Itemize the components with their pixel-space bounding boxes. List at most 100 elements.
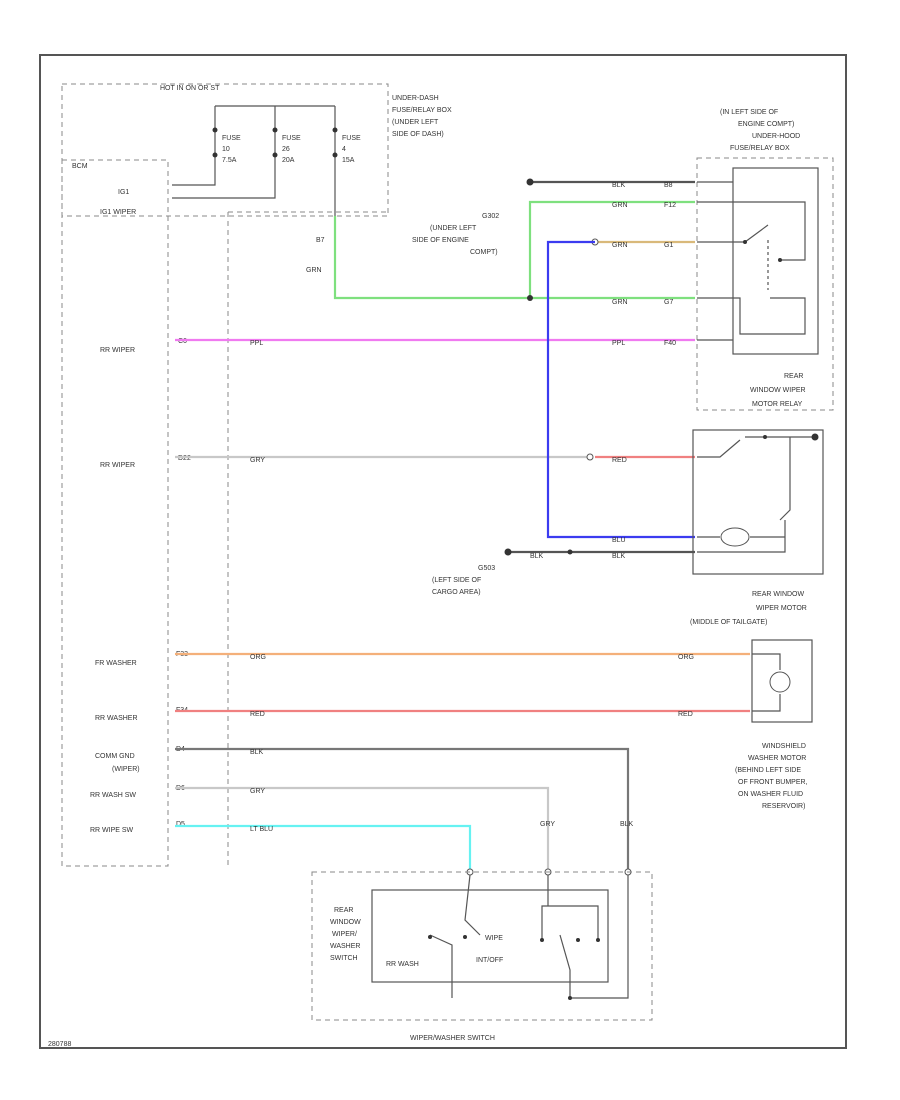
bcm-pin-rr-wash-sw: RR WASH SW (90, 792, 136, 799)
figure-id: 280788 (48, 1041, 71, 1048)
wire-grn-fuse-to-relay (333, 216, 695, 300)
bcm-pin-rr-wiper-1: RR WIPER (100, 347, 135, 354)
wire-blk-comm-color-right: BLK (620, 821, 634, 828)
fuse-4: FUSE 4 15A (332, 127, 361, 216)
bcm-pin-comm-gnd-sub: (WIPER) (112, 766, 140, 773)
bcm-pin-fr-washer: FR WASHER (95, 660, 137, 667)
bcm-pin-rr-washer: RR WASHER (95, 715, 138, 722)
underhood-fuse-box (696, 157, 834, 411)
wire-gry-wash-color-left: GRY (250, 788, 265, 795)
wire-blk-top-pin: B8 (664, 182, 673, 189)
underhood-label-3: UNDER-HOOD (752, 133, 800, 140)
underhood-label-4: FUSE/RELAY BOX (730, 145, 790, 152)
ground-g302-desc-2: SIDE OF ENGINE (412, 237, 469, 244)
bcm-pin-rr-wipe-sw: RR WIPE SW (90, 827, 134, 834)
diagram-frame (39, 54, 847, 1049)
wire-gry-color: GRY (250, 457, 265, 464)
wire-red-washer-color-right: RED (678, 711, 693, 718)
bcm-pin-ig1-wiper: IG1 WIPER (100, 209, 136, 216)
rear-wiper-motor-circuit (697, 433, 819, 553)
wire-blk-ground-color-1: BLK (530, 553, 544, 560)
rear-wiper-motor-label-3: (MIDDLE OF TAILGATE) (690, 619, 767, 626)
washer-motor-label-4: OF FRONT BUMPER, (738, 779, 808, 786)
wire-blk-comm (175, 747, 630, 870)
bcm-pin-ig1: IG1 (118, 189, 129, 196)
switch-label-2: WINDOW (330, 919, 361, 926)
wire-grn-ground-branch (528, 200, 695, 298)
washer-motor-label-1: WINDSHIELD (762, 743, 806, 750)
washer-motor-box (751, 639, 813, 723)
wire-red-color: RED (612, 457, 627, 464)
bcm-inner-box (227, 211, 388, 866)
fuse-26-name: FUSE (282, 135, 301, 142)
switch-label-3: WIPER/ (332, 931, 357, 938)
ground-g503-desc-2: CARGO AREA) (432, 589, 481, 596)
wire-grn-mid-color: GRN (612, 202, 628, 209)
wire-blk-ground-color-2: BLK (612, 553, 626, 560)
bcm-pin-comm-gnd: COMM GND (95, 753, 135, 760)
fuse-26: FUSE 26 20A (172, 127, 301, 199)
wire-grn-low-pin: G7 (664, 299, 673, 306)
wire-grn-relay-color: GRN (612, 242, 628, 249)
underhood-label-1: (IN LEFT SIDE OF (720, 109, 778, 116)
washer-motor-label-3: (BEHIND LEFT SIDE (735, 767, 801, 774)
fuse-box-header: HOT IN ON OR ST (160, 85, 220, 92)
fuse-4-name: FUSE (342, 135, 361, 142)
relay-label-3: MOTOR RELAY (752, 401, 803, 408)
fuse-26-rating: 20A (282, 157, 295, 164)
switch-label-1: REAR (334, 907, 353, 914)
bcm-pin-rr-wiper-2-num: D22 (178, 455, 191, 462)
switch-position-wash: RR WASH (386, 961, 419, 968)
wiper-washer-switch-box (311, 871, 653, 1021)
wire-ppl-color-left: PPL (250, 340, 263, 347)
fuse-bus (214, 105, 336, 130)
fuse-10-number: 10 (222, 146, 230, 153)
fuse-10: FUSE 10 7.5A (172, 127, 241, 186)
wire-org-color-left: ORG (250, 654, 266, 661)
switch-box-label: WIPER/WASHER SWITCH (410, 1035, 495, 1042)
underhood-label-2: ENGINE COMPT) (738, 121, 794, 128)
bcm-box (61, 159, 169, 867)
wire-ppl-pin: F40 (664, 340, 676, 347)
wire-lt-blu (175, 824, 472, 870)
rear-wiper-motor-label-1: REAR WINDOW (752, 591, 805, 598)
wire-org-color-right: ORG (678, 654, 694, 661)
switch-position-int: INT/OFF (476, 957, 503, 964)
washer-motor-label-5: ON WASHER FLUID (738, 791, 803, 798)
ground-g503-desc-1: (LEFT SIDE OF (432, 577, 481, 584)
bcm-label: BCM (72, 163, 88, 170)
bcm-pin-rr-wiper-2: RR WIPER (100, 462, 135, 469)
wire-blu-color: BLU (612, 537, 626, 544)
fuse-box-label-2: FUSE/RELAY BOX (392, 107, 452, 114)
switch-position-wipe: WIPE (485, 935, 503, 942)
wire-ppl-color-right: PPL (612, 340, 625, 347)
washer-motor-label-2: WASHER MOTOR (748, 755, 806, 762)
switch-contacts (428, 874, 629, 1000)
fuse-10-rating: 7.5A (222, 157, 237, 164)
rear-window-switch (371, 889, 609, 983)
relay-contacts (697, 181, 806, 341)
wire-lt-blu-color: LT BLU (250, 826, 273, 833)
ground-g302-id: G302 (482, 213, 499, 220)
wire-grn-fuse-color: GRN (306, 267, 322, 274)
wire-gry-wash (175, 786, 550, 870)
ground-g503-id: G503 (478, 565, 495, 572)
wire-blk-comm-color-left: BLK (250, 749, 264, 756)
relay-label-2: WINDOW WIPER (750, 387, 806, 394)
ground-g503-dot (504, 548, 512, 556)
bcm-pin-rr-wipe-sw-num: D5 (176, 821, 185, 828)
wire-grn-mid-pin: F12 (664, 202, 676, 209)
bcm-pin-rr-wiper-1-num: C6 (178, 338, 187, 345)
wire-blu (546, 240, 695, 539)
relay-label-1: REAR (784, 373, 803, 380)
fuse-4-number: 4 (342, 146, 346, 153)
fuse-10-name: FUSE (222, 135, 241, 142)
wire-grn-low-color: GRN (612, 299, 628, 306)
washer-motor-label-6: RESERVOIR) (762, 803, 805, 810)
motor-relay-box (732, 167, 819, 355)
under-dash-fuse-box (61, 83, 389, 217)
fuse-26-number: 26 (282, 146, 290, 153)
rear-wiper-motor-label-2: WIPER MOTOR (756, 605, 807, 612)
fuse-box-label-1: UNDER-DASH (392, 95, 439, 102)
